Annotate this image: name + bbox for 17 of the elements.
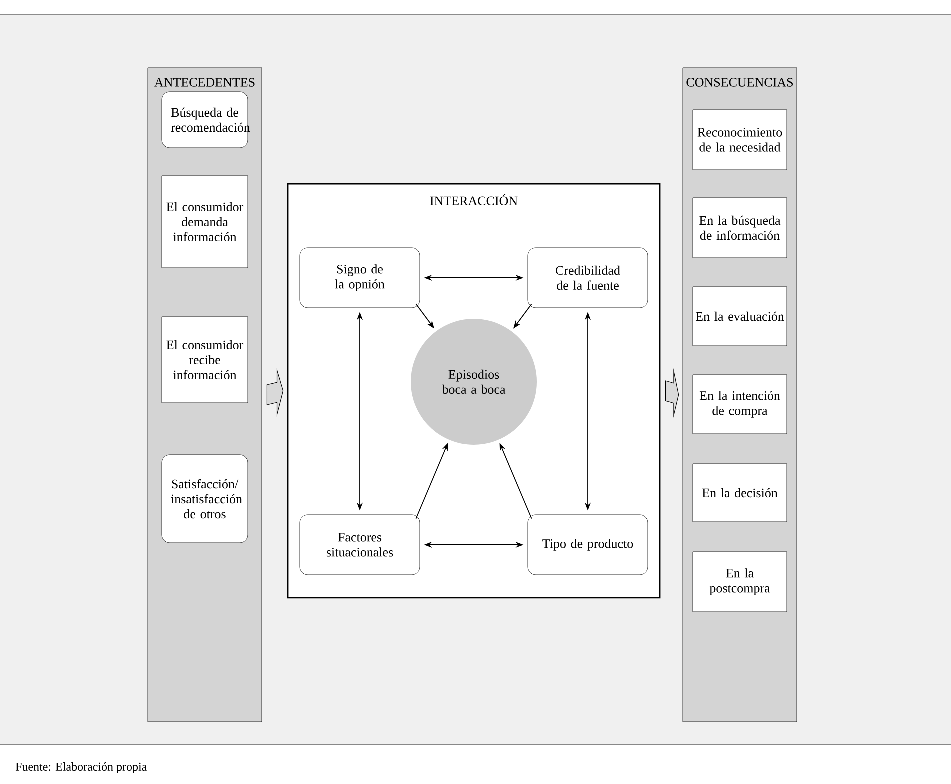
rounded-box: Búsqueda de recomendación <box>162 92 250 148</box>
rounded-box: Signo de la opnión <box>300 248 420 308</box>
text-box: En la búsqueda de información <box>692 198 788 258</box>
text-box: En la intención de compra <box>692 374 788 434</box>
rounded-box: Satisfacción/ insatisfacción de otros <box>162 454 248 544</box>
rounded-box: Factores situacionales <box>300 514 420 576</box>
block-arrow <box>266 368 284 417</box>
text-box: El consumidor demanda información <box>162 176 248 268</box>
rounded-box: Tipo de producto <box>528 514 648 576</box>
text-box: El consumidor recibe información <box>162 316 248 404</box>
caption: Fuente: Elaboración propia <box>16 762 147 774</box>
text-box: En la postcompra <box>692 552 788 612</box>
rounded-box: Credibilidad de la fuente <box>528 248 648 308</box>
block-arrow <box>665 368 680 418</box>
text-box: En la decisión <box>692 464 788 522</box>
text-box: En la evaluación <box>692 286 788 346</box>
text-box: Reconocimiento de la necesidad <box>692 110 788 170</box>
